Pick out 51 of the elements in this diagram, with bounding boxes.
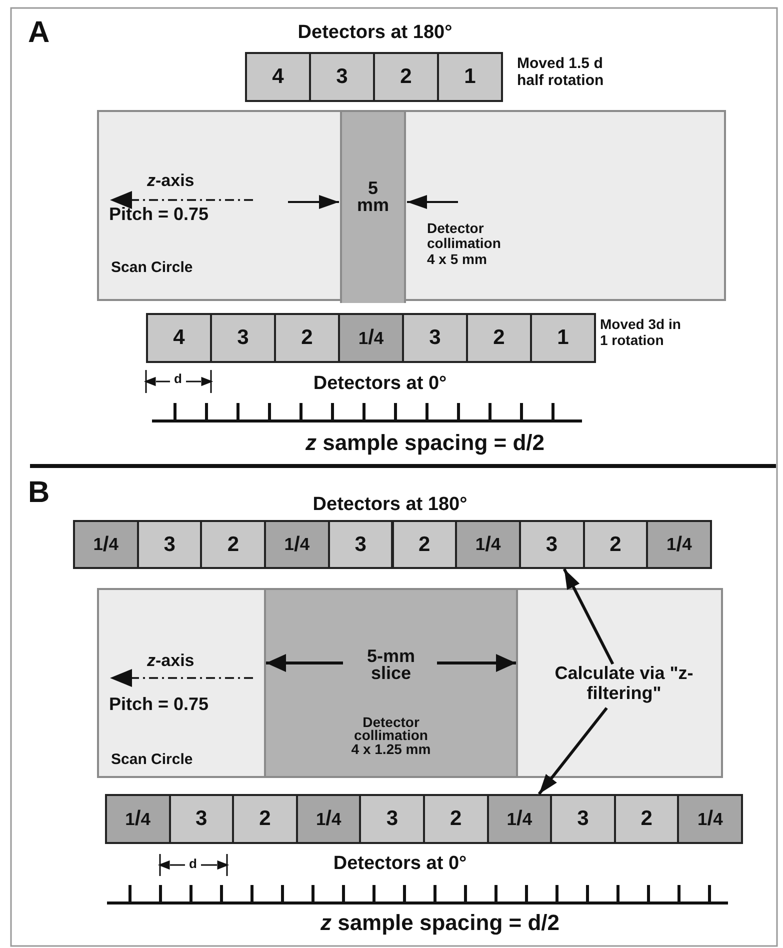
detector-cell: 3: [359, 794, 425, 844]
axis-title: z sample spacing = d/2: [304, 430, 546, 456]
detector-cell: 2: [373, 52, 439, 102]
row-title: Detectors at 0°: [312, 373, 448, 395]
collimation-band: [340, 112, 406, 303]
detector-cell: 2: [466, 313, 532, 363]
detector-cell: 3: [309, 52, 375, 102]
detector-cell: 3: [518, 520, 585, 569]
scan-region: [97, 110, 726, 301]
axis-title: z sample spacing = d/2: [319, 910, 561, 936]
dimension-label: d: [185, 857, 201, 870]
detector-cell: 2: [392, 520, 458, 569]
axis-label: z-axis: [147, 652, 196, 671]
collimation-label: Detector collimation 4 x 5 mm: [427, 221, 502, 268]
note: Moved 3d in 1 rotation: [600, 316, 682, 348]
detector-cell: 4: [245, 52, 311, 102]
pitch-label: Pitch = 0.75: [109, 695, 210, 715]
slice-label: 5-mm slice: [366, 648, 416, 682]
detector-cell: 3: [402, 313, 468, 363]
scan-region: [97, 588, 723, 778]
row-title: Detectors at 180°: [296, 22, 454, 44]
detector-cell: 3: [168, 794, 234, 844]
arrow: [562, 568, 614, 665]
detector-cell: 2: [274, 313, 340, 363]
panel-letter: A: [28, 16, 51, 50]
detector-cell: 1: [437, 52, 503, 102]
collimation-band: [264, 590, 518, 776]
detector-cell: 2: [232, 794, 298, 844]
region-label: Scan Circle: [111, 260, 194, 276]
dimension-label: d: [170, 372, 186, 385]
panel-letter: B: [28, 476, 51, 510]
region-label: Scan Circle: [111, 752, 194, 768]
callout-text: Calculate via "z-filtering": [554, 664, 694, 708]
detector-cell: 3: [550, 794, 616, 844]
detector-cell: 4: [146, 313, 212, 363]
detector-cell: 2: [200, 520, 266, 569]
detector-cell: 2: [423, 794, 489, 844]
row-title: Detectors at 180°: [312, 494, 468, 516]
arrow: [538, 707, 608, 795]
detector-cell: 3: [210, 313, 276, 363]
detector-cell: 1: [530, 313, 596, 363]
axis-label: z-axis: [147, 172, 196, 191]
detector-cell: 3: [136, 520, 202, 569]
detector-cell: 3: [328, 520, 394, 569]
pitch-label: Pitch = 0.75: [109, 205, 210, 225]
detector-cell: 2: [582, 520, 648, 569]
detector-cell: 2: [614, 794, 680, 844]
width-label: 5 mm: [356, 180, 390, 214]
row-title: Detectors at 0°: [332, 853, 468, 875]
collimation-label: Detector collimation 4 x 1.25 mm: [350, 716, 432, 756]
note: Moved 1.5 d half rotation: [517, 55, 605, 90]
